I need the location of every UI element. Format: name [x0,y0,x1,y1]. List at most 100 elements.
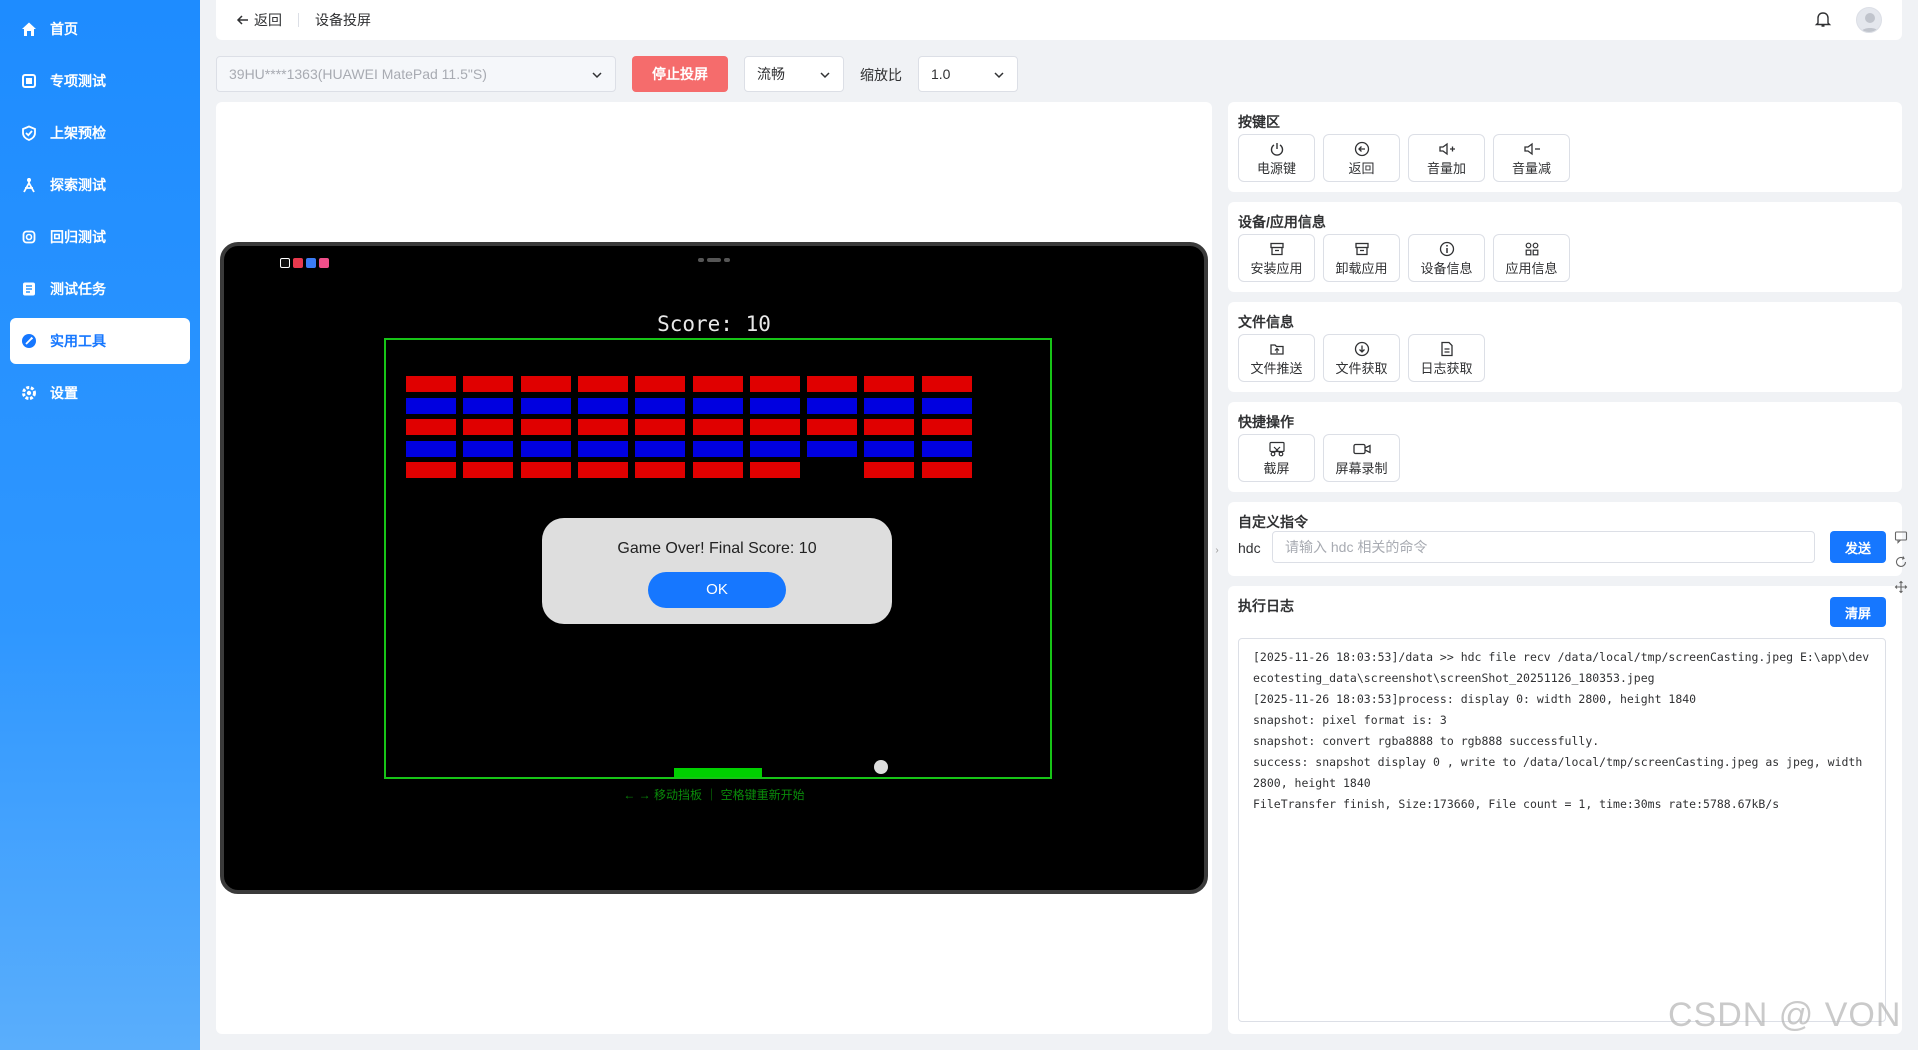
game-over-dialog: Game Over! Final Score: 10 OK [542,518,892,624]
device-select[interactable]: 39HU****1363(HUAWEI MatePad 11.5"S) [216,56,616,92]
game-brick [807,397,858,414]
game-brick [520,397,571,414]
ok-button[interactable]: OK [648,572,786,608]
log-get-button[interactable]: 日志获取 [1408,334,1485,382]
file-push-button[interactable]: 文件推送 [1238,334,1315,382]
game-brick [635,419,686,435]
file-push-icon [1269,340,1285,358]
screenshot-icon [1268,440,1286,458]
back-label: 返回 [254,12,282,28]
send-button[interactable]: 发送 [1830,531,1886,563]
home-icon [20,20,38,38]
bell-icon[interactable] [1814,10,1832,31]
feedback-icon[interactable] [1894,530,1908,549]
game-brick [577,397,628,414]
game-brick [406,376,456,392]
regression-icon [20,228,38,246]
clear-log-button[interactable]: 清屏 [1830,597,1886,627]
game-brick [463,462,514,478]
game-brick [406,419,456,435]
game-brick [635,376,686,392]
sidebar-item-precheck[interactable]: 上架预检 [10,110,190,156]
sidebar-item-label: 上架预检 [50,125,106,141]
task-list-icon [20,280,38,298]
watermark: CSDN @ VON [1668,996,1902,1034]
side-toolbar [1894,530,1908,599]
square-icon [20,72,38,90]
sidebar-item-special-test[interactable]: 专项测试 [10,58,190,104]
stop-casting-button[interactable]: 停止投屏 [632,56,728,92]
back-circle-icon [1354,140,1370,158]
game-brick [921,397,972,414]
install-icon [1269,240,1285,258]
game-brick [921,376,972,392]
avatar[interactable] [1856,7,1882,33]
command-input[interactable] [1272,531,1815,563]
quality-select[interactable]: 流畅 [744,56,844,92]
volume-up-button[interactable]: 音量加 [1408,134,1485,182]
game-brick [864,376,915,392]
game-brick [921,462,972,478]
button-label: 安装应用 [1250,260,1303,276]
camera-notch [698,258,730,262]
back-button[interactable]: 返回 [236,10,282,30]
game-brick [864,419,915,435]
game-brick [635,397,686,414]
uninstall-app-button[interactable]: 卸载应用 [1323,234,1400,282]
button-label: 应用信息 [1505,260,1558,276]
sidebar-item-regression-test[interactable]: 回归测试 [10,214,190,260]
scale-select-value: 1.0 [931,66,951,82]
screenshot-button[interactable]: 截屏 [1238,434,1315,482]
file-get-button[interactable]: 文件获取 [1323,334,1400,382]
power-button[interactable]: 电源键 [1238,134,1315,182]
game-hint: ← → 移动挡板 ｜ 空格键重新开始 [623,788,805,802]
log-line: snapshot: convert rgba8888 to rgb888 suc… [1253,734,1600,748]
card-title: 自定义指令 [1238,514,1308,530]
collapse-handle[interactable]: › [1215,545,1219,556]
divider [298,13,299,27]
page-title: 设备投屏 [315,12,371,28]
app-info-button[interactable]: 应用信息 [1493,234,1570,282]
log-line: [2025-11-26 18:03:53]/data >> hdc file r… [1253,650,1870,685]
sidebar-item-test-task[interactable]: 测试任务 [10,266,190,312]
scale-select[interactable]: 1.0 [918,56,1018,92]
move-icon[interactable] [1894,580,1908,599]
game-brick [692,419,743,435]
top-bar: 返回 设备投屏 [216,0,1902,40]
game-brick [520,419,571,435]
game-score: Score: 10 [657,312,771,336]
device-screen[interactable]: Score: 10 ← → 移动挡板 ｜ 空格键重新开始 Game Over! … [220,242,1208,894]
game-ball [874,760,888,774]
quality-select-value: 流畅 [757,66,785,82]
refresh-icon[interactable] [1894,555,1908,574]
game-brick [520,462,571,478]
sidebar-item-utility-tools[interactable]: 实用工具 [10,318,190,364]
game-brick [807,440,858,457]
game-brick [749,462,800,478]
screen-record-button[interactable]: 屏幕录制 [1323,434,1400,482]
volume-down-button[interactable]: 音量减 [1493,134,1570,182]
game-brick [520,440,571,457]
sidebar-item-label: 实用工具 [50,333,106,349]
sidebar-item-label: 探索测试 [50,177,106,193]
sidebar: 首页 专项测试 上架预检 探索测试 回归测试 测试任务 实用工具 设置 [0,0,200,1050]
sidebar-item-home[interactable]: 首页 [10,6,190,52]
back-key-button[interactable]: 返回 [1323,134,1400,182]
game-field[interactable] [384,338,1052,779]
dialog-message: Game Over! Final Score: 10 [617,540,817,557]
sidebar-item-label: 回归测试 [50,229,106,245]
volume-up-icon [1438,140,1456,158]
chevron-down-icon [819,68,831,84]
apps-icon [1524,240,1540,258]
arrow-left-icon [236,13,250,27]
sidebar-item-settings[interactable]: 设置 [10,370,190,416]
game-brick [749,376,800,392]
log-output[interactable]: [2025-11-26 18:03:53]/data >> hdc file r… [1238,638,1886,1022]
download-icon [1354,340,1370,358]
install-app-button[interactable]: 安装应用 [1238,234,1315,282]
game-brick [692,397,743,414]
device-info-button[interactable]: 设备信息 [1408,234,1485,282]
button-label: 截屏 [1263,460,1290,476]
sidebar-item-explore-test[interactable]: 探索测试 [10,162,190,208]
hdc-prefix: hdc [1238,540,1261,556]
